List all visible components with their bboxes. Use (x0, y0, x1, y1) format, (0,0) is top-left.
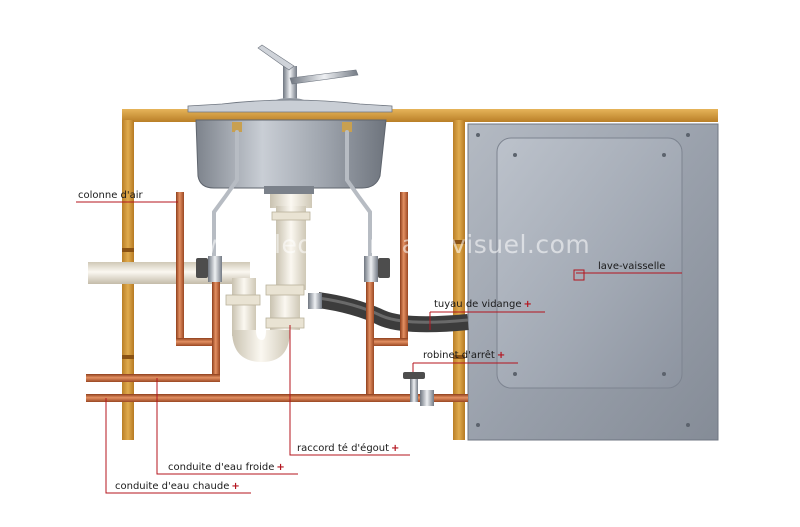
plus-icon: + (496, 350, 506, 361)
label-air-column[interactable]: colonne d'air (78, 190, 145, 202)
label-sanitary-tee[interactable]: raccord té d'égout+ (297, 443, 399, 455)
label-text: tuyau de vidange (434, 299, 522, 310)
plus-icon: + (231, 481, 240, 492)
faucet (257, 44, 359, 106)
leader-lines (76, 201, 682, 494)
label-shutoff-valve[interactable]: robinet d'arrêt+ (423, 350, 505, 362)
label-hot-water-line[interactable]: conduite d'eau chaude+ (115, 481, 240, 493)
label-cold-water-line[interactable]: conduite d'eau froide+ (168, 462, 285, 474)
copper-pipes (86, 192, 468, 402)
plus-icon: + (523, 299, 532, 310)
supply-tubes (212, 130, 372, 260)
trap-and-drain (88, 194, 312, 362)
label-dishwasher[interactable]: lave-vaisselle (598, 261, 667, 273)
plus-icon: + (391, 443, 400, 454)
sink (187, 99, 393, 194)
label-text: robinet d'arrêt (423, 350, 495, 361)
label-text: conduite d'eau chaude (115, 481, 230, 492)
label-text: colonne d'air (78, 190, 143, 201)
dishwasher[interactable] (467, 123, 719, 441)
label-text: raccord té d'égout (297, 443, 390, 454)
shutoff-valve[interactable] (403, 372, 434, 406)
label-text: lave-vaisselle (598, 261, 666, 272)
label-text: conduite d'eau froide (168, 462, 275, 473)
angle-valves (196, 256, 390, 282)
plus-icon: + (276, 462, 285, 473)
label-drain-hose[interactable]: tuyau de vidange+ (434, 299, 532, 311)
drain-hose (316, 292, 469, 333)
